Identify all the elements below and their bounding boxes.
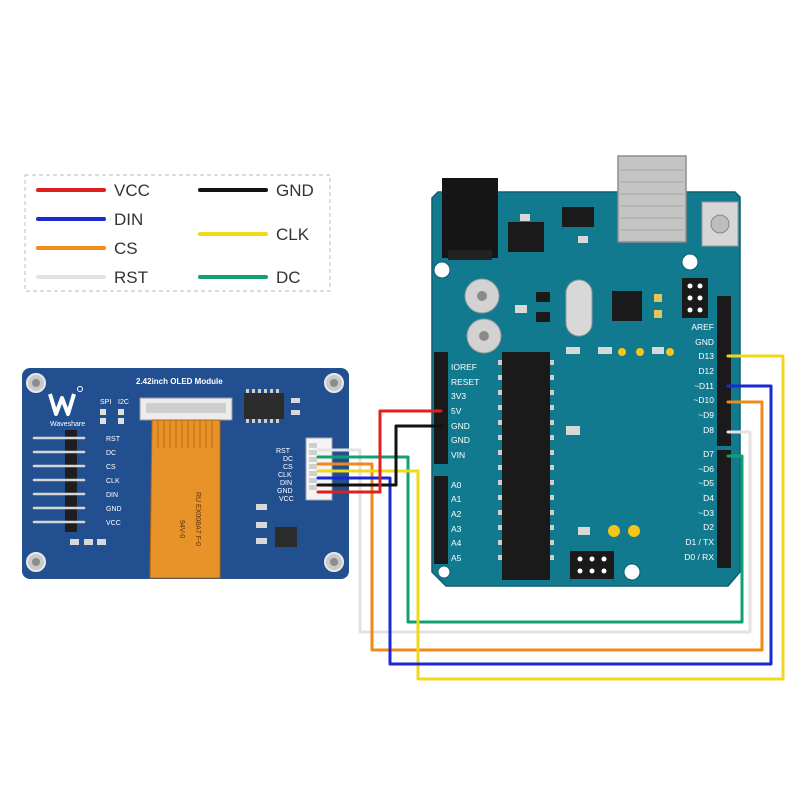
wire-din bbox=[316, 384, 773, 666]
usb-chip bbox=[612, 291, 642, 321]
digital-pin-label: D0 / RX bbox=[684, 552, 714, 562]
connector-pin-label: DC bbox=[283, 456, 293, 463]
analog-pin-label: A5 bbox=[451, 553, 462, 563]
legend-item-vcc: VCC bbox=[36, 181, 150, 200]
flex-marking-2: 94V-0 bbox=[178, 520, 185, 538]
power-jack bbox=[442, 178, 498, 258]
digital-pin-label: D13 bbox=[698, 351, 714, 361]
usb-port bbox=[617, 155, 687, 243]
power-pin-label: RESET bbox=[451, 377, 479, 387]
analog-pin-label: A1 bbox=[451, 494, 462, 504]
legend-label-din: DIN bbox=[114, 210, 143, 229]
connector-pin-labels: RST DC CS CLK DIN GND VCC bbox=[276, 448, 294, 503]
digital-pin-label: ~D11 bbox=[694, 381, 714, 391]
digital-pin-label: ~D3 bbox=[698, 508, 714, 518]
legend-label-clk: CLK bbox=[276, 225, 310, 244]
digital-pin-label: D12 bbox=[698, 366, 714, 376]
legend-label-vcc: VCC bbox=[114, 181, 150, 200]
driver-chip bbox=[244, 393, 284, 419]
flex-cable bbox=[149, 419, 221, 579]
legend-label-cs: CS bbox=[114, 239, 138, 258]
header-pin-label: VCC bbox=[106, 520, 121, 527]
analog-pin-label: A3 bbox=[451, 524, 462, 534]
digital-pin-label: D1 / TX bbox=[685, 537, 714, 547]
legend-item-dc: DC bbox=[198, 268, 301, 287]
digital-pin-label: ~D10 bbox=[693, 395, 714, 405]
digital-header-upper bbox=[717, 296, 731, 446]
header-pin-label: CS bbox=[106, 464, 116, 471]
digital-pin-label: AREF bbox=[691, 322, 714, 332]
digital-pin-label: D8 bbox=[703, 425, 714, 435]
analog-header bbox=[434, 476, 448, 564]
digital-pin-label: D4 bbox=[703, 493, 714, 503]
wires bbox=[316, 354, 785, 681]
digital-pin-label: GND bbox=[695, 337, 714, 347]
header-pin-label: RST bbox=[106, 436, 121, 443]
digital-pin-labels: AREF GND D13 D12 ~D11 ~D10 ~D9 D8 D7 ~D6… bbox=[684, 322, 714, 562]
regulator-chip bbox=[275, 527, 297, 547]
legend-label-gnd: GND bbox=[276, 181, 314, 200]
power-pin-labels: IOREF RESET 3V3 5V GND GND VIN bbox=[451, 362, 479, 460]
wire-legend: VCC GND DIN CLK CS DC RST bbox=[24, 174, 331, 292]
wire-rst bbox=[316, 430, 752, 634]
wire-clk bbox=[316, 354, 785, 681]
header-pin-label: CLK bbox=[106, 478, 120, 485]
header-pin-label: GND bbox=[106, 506, 122, 513]
power-pin-label: GND bbox=[451, 435, 470, 445]
waveshare-logo-icon bbox=[48, 386, 83, 416]
brand-label: Waveshare bbox=[50, 421, 85, 428]
legend-item-rst: RST bbox=[36, 268, 148, 287]
digital-pin-label: D2 bbox=[703, 522, 714, 532]
power-pin-label: VIN bbox=[451, 450, 465, 460]
analog-pin-label: A0 bbox=[451, 480, 462, 490]
connector-pin-label: VCC bbox=[279, 496, 294, 503]
digital-header-lower bbox=[717, 450, 731, 568]
analog-pin-label: A2 bbox=[451, 509, 462, 519]
legend-label-dc: DC bbox=[276, 268, 301, 287]
i2c-label: I2C bbox=[118, 399, 129, 406]
module-title: 2.42inch OLED Module bbox=[136, 377, 223, 386]
flex-marking-1: RU EX008A7 F-0 bbox=[194, 492, 201, 546]
legend-label-rst: RST bbox=[114, 268, 148, 287]
power-pin-label: 5V bbox=[451, 406, 462, 416]
wire-vcc bbox=[316, 409, 443, 494]
legend-frame bbox=[24, 174, 331, 292]
legend-item-din: DIN bbox=[36, 210, 143, 229]
digital-pin-label: D7 bbox=[703, 449, 714, 459]
power-pin-label: IOREF bbox=[451, 362, 477, 372]
wire-dc bbox=[316, 454, 744, 624]
connector-pin-label: DIN bbox=[280, 480, 292, 487]
legend-item-gnd: GND bbox=[198, 181, 314, 200]
connector-pin-label: CS bbox=[283, 464, 293, 471]
oled-module: Waveshare 2.42inch OLED Module SPI I2C R… bbox=[22, 368, 349, 579]
legend-item-clk: CLK bbox=[198, 225, 310, 244]
header-pin-label: DIN bbox=[106, 492, 118, 499]
digital-pin-label: ~D9 bbox=[698, 410, 714, 420]
power-pin-label: 3V3 bbox=[451, 391, 466, 401]
spi-label: SPI bbox=[100, 399, 111, 406]
arduino-board: IOREF RESET 3V3 5V GND GND VIN A0 A1 A2 … bbox=[431, 155, 741, 587]
wire-gnd bbox=[316, 424, 443, 487]
power-header bbox=[434, 352, 448, 464]
analog-pin-labels: A0 A1 A2 A3 A4 A5 bbox=[451, 480, 462, 563]
header-pin-label: DC bbox=[106, 450, 116, 457]
connector-pin-label: CLK bbox=[278, 472, 292, 479]
analog-pin-label: A4 bbox=[451, 538, 462, 548]
legend-item-cs: CS bbox=[36, 239, 138, 258]
atmega-chip bbox=[502, 352, 550, 580]
connector-pin-label: RST bbox=[276, 448, 291, 455]
wire-cs bbox=[316, 400, 764, 652]
header-pins: RST DC CS CLK DIN GND VCC bbox=[32, 430, 122, 532]
power-pin-label: GND bbox=[451, 421, 470, 431]
digital-pin-label: ~D5 bbox=[698, 478, 714, 488]
digital-pin-label: ~D6 bbox=[698, 464, 714, 474]
connector-pin-label: GND bbox=[277, 488, 293, 495]
